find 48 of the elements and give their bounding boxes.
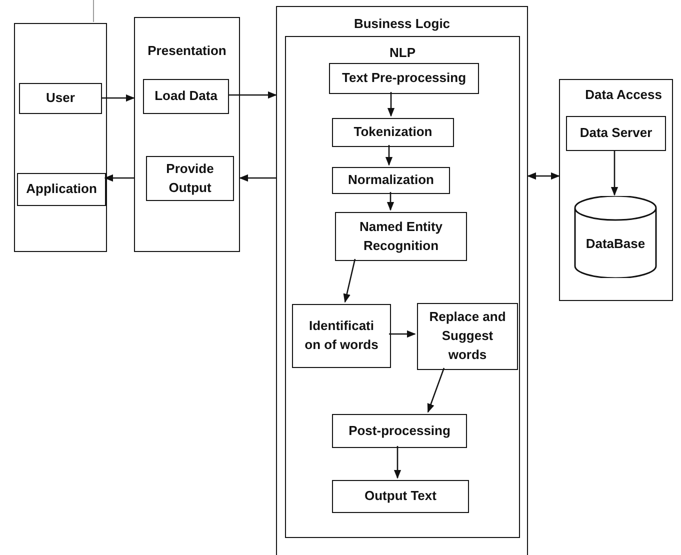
process-box xyxy=(335,212,467,261)
group-heading: NLP xyxy=(388,44,416,62)
node-label: DataBase xyxy=(586,234,646,253)
node-label: Data Server xyxy=(580,124,652,142)
arrow xyxy=(104,174,134,182)
arrow xyxy=(387,92,395,117)
node-label: Load Data xyxy=(154,87,218,106)
process-box xyxy=(332,167,450,194)
arrow xyxy=(527,172,560,180)
process-box xyxy=(329,63,479,94)
arrow xyxy=(610,150,618,196)
arrow xyxy=(343,258,356,303)
arrow xyxy=(394,446,402,479)
node-label: User xyxy=(46,89,75,108)
process-box xyxy=(143,79,229,114)
arrow xyxy=(386,192,394,211)
node-label: Output Text xyxy=(364,487,436,506)
group-heading: Business Logic xyxy=(352,15,452,33)
node-label: Replace and Suggest words xyxy=(428,308,507,364)
group-heading: Presentation xyxy=(146,42,228,60)
arrow xyxy=(239,174,276,182)
process-box xyxy=(417,303,518,370)
process-box xyxy=(19,83,102,114)
process-box xyxy=(566,116,666,151)
arrow xyxy=(385,145,393,166)
node-label: Application xyxy=(26,180,97,198)
process-box xyxy=(14,23,107,252)
process-box xyxy=(292,304,391,368)
process-box xyxy=(146,156,234,201)
arrow xyxy=(228,91,277,99)
arrow xyxy=(389,330,416,338)
node-label: Normalization xyxy=(348,171,434,190)
node-label: Post-processing xyxy=(348,422,450,440)
node-label: Identificati on of words xyxy=(304,317,380,354)
node-label: Provide Output xyxy=(165,160,215,197)
process-box xyxy=(332,118,454,147)
node-label: Text Pre-processing xyxy=(342,69,466,88)
node-label: Named Entity Recognition xyxy=(358,218,444,255)
node-label: Tokenization xyxy=(354,123,432,142)
process-box xyxy=(332,414,467,448)
container-box xyxy=(134,17,240,252)
container-box xyxy=(559,79,673,301)
process-box xyxy=(17,173,106,206)
group-heading: Data Access xyxy=(585,86,662,104)
database-cylinder xyxy=(574,196,657,278)
arrow xyxy=(101,94,135,102)
arrow xyxy=(427,368,445,413)
process-box xyxy=(332,480,469,513)
